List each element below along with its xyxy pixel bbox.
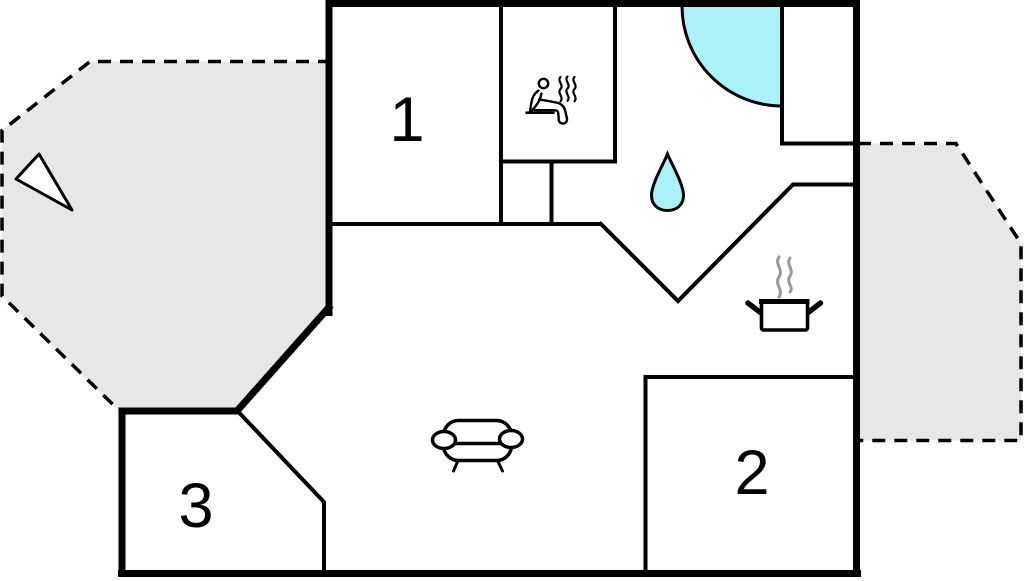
triangle-pointer-icon	[14, 152, 74, 212]
room-2-label: 2	[734, 438, 769, 508]
right-terrace	[858, 141, 1023, 443]
pot-steam-wave-1	[776, 255, 782, 299]
pot-handle-right	[804, 300, 824, 316]
right-terrace-dashed-border	[858, 141, 1023, 443]
pot-handle-left	[745, 300, 764, 316]
sauna-steam-wave-3	[572, 75, 577, 103]
wall-entry-room	[780, 2, 857, 146]
left-terrace-dashed-border	[0, 59, 331, 411]
wall-room3-divider	[237, 410, 326, 575]
room-3-label: 3	[178, 471, 213, 541]
sofa-leg-right	[496, 459, 504, 473]
wall-outer-left-top-right	[325, 0, 860, 577]
sauna-person-head	[537, 77, 550, 90]
wall-outer-room3	[118, 302, 334, 577]
sofa-icon	[430, 418, 525, 473]
pot-steam-wave-2	[787, 256, 793, 294]
room-1-label: 1	[389, 85, 424, 155]
left-terrace	[0, 59, 331, 411]
water-drop-icon	[649, 149, 686, 213]
sauna-icon	[525, 75, 577, 125]
outer-walls	[118, 0, 861, 577]
shower-quarter-circle-icon	[680, 5, 783, 108]
wall-zigzag-kitchen	[598, 182, 857, 304]
left-terrace-area	[2, 61, 331, 410]
sofa-armrest-left	[430, 429, 458, 451]
shower-door-arc	[680, 5, 783, 108]
cooking-pot-icon	[745, 255, 824, 332]
right-terrace-area	[858, 143, 1021, 441]
sauna-person-back	[528, 89, 540, 114]
sauna-person-arm	[530, 92, 543, 114]
pot-body	[759, 299, 810, 332]
sauna-steam-wave-2	[565, 75, 570, 102]
sauna-person-leg	[533, 98, 569, 125]
shower-area-fill	[682, 6, 782, 106]
wall-room2	[643, 375, 857, 575]
sauna-steam-wave-1	[558, 75, 563, 103]
sofa-armrest-right	[497, 428, 525, 450]
interior-walls	[237, 2, 857, 575]
sofa-leg-left	[452, 459, 460, 473]
